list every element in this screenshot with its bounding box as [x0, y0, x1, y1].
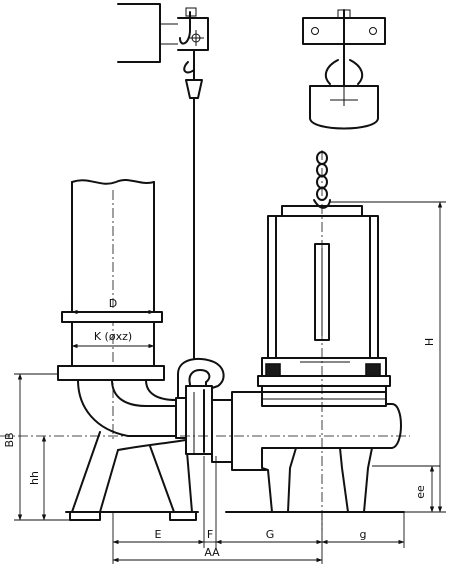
claw-bracket-detail	[302, 9, 386, 130]
dim-label-hh: hh	[28, 471, 41, 485]
dimension-h: H	[330, 201, 446, 513]
dim-label-h: H	[423, 338, 436, 346]
duckfoot-base	[65, 379, 199, 521]
dim-label-bb: BB	[3, 432, 16, 447]
dim-label-f: F	[207, 528, 213, 541]
guide-rail	[183, 49, 203, 361]
dimension-aa: AA	[112, 546, 323, 563]
dim-label-aa: AA	[204, 546, 220, 559]
dim-label-g-lower: g	[360, 528, 367, 541]
dimension-bb: BB	[3, 373, 70, 521]
dim-label-g-upper: G	[266, 528, 275, 541]
discharge-pipe	[57, 179, 165, 440]
dim-label-d: D	[109, 297, 117, 310]
dim-label-e: E	[155, 528, 162, 541]
dimension-hh: hh	[28, 435, 47, 521]
pump-motor	[257, 150, 391, 530]
bottom-dimension-chain	[112, 456, 405, 564]
dimension-d: D	[71, 296, 155, 315]
dimension-k: K (øxz)	[71, 330, 155, 349]
pump-volute	[211, 391, 405, 513]
dim-label-ee: ee	[414, 485, 427, 499]
dim-label-k: K (øxz)	[94, 330, 132, 343]
dimension-ee: ee	[372, 465, 440, 513]
